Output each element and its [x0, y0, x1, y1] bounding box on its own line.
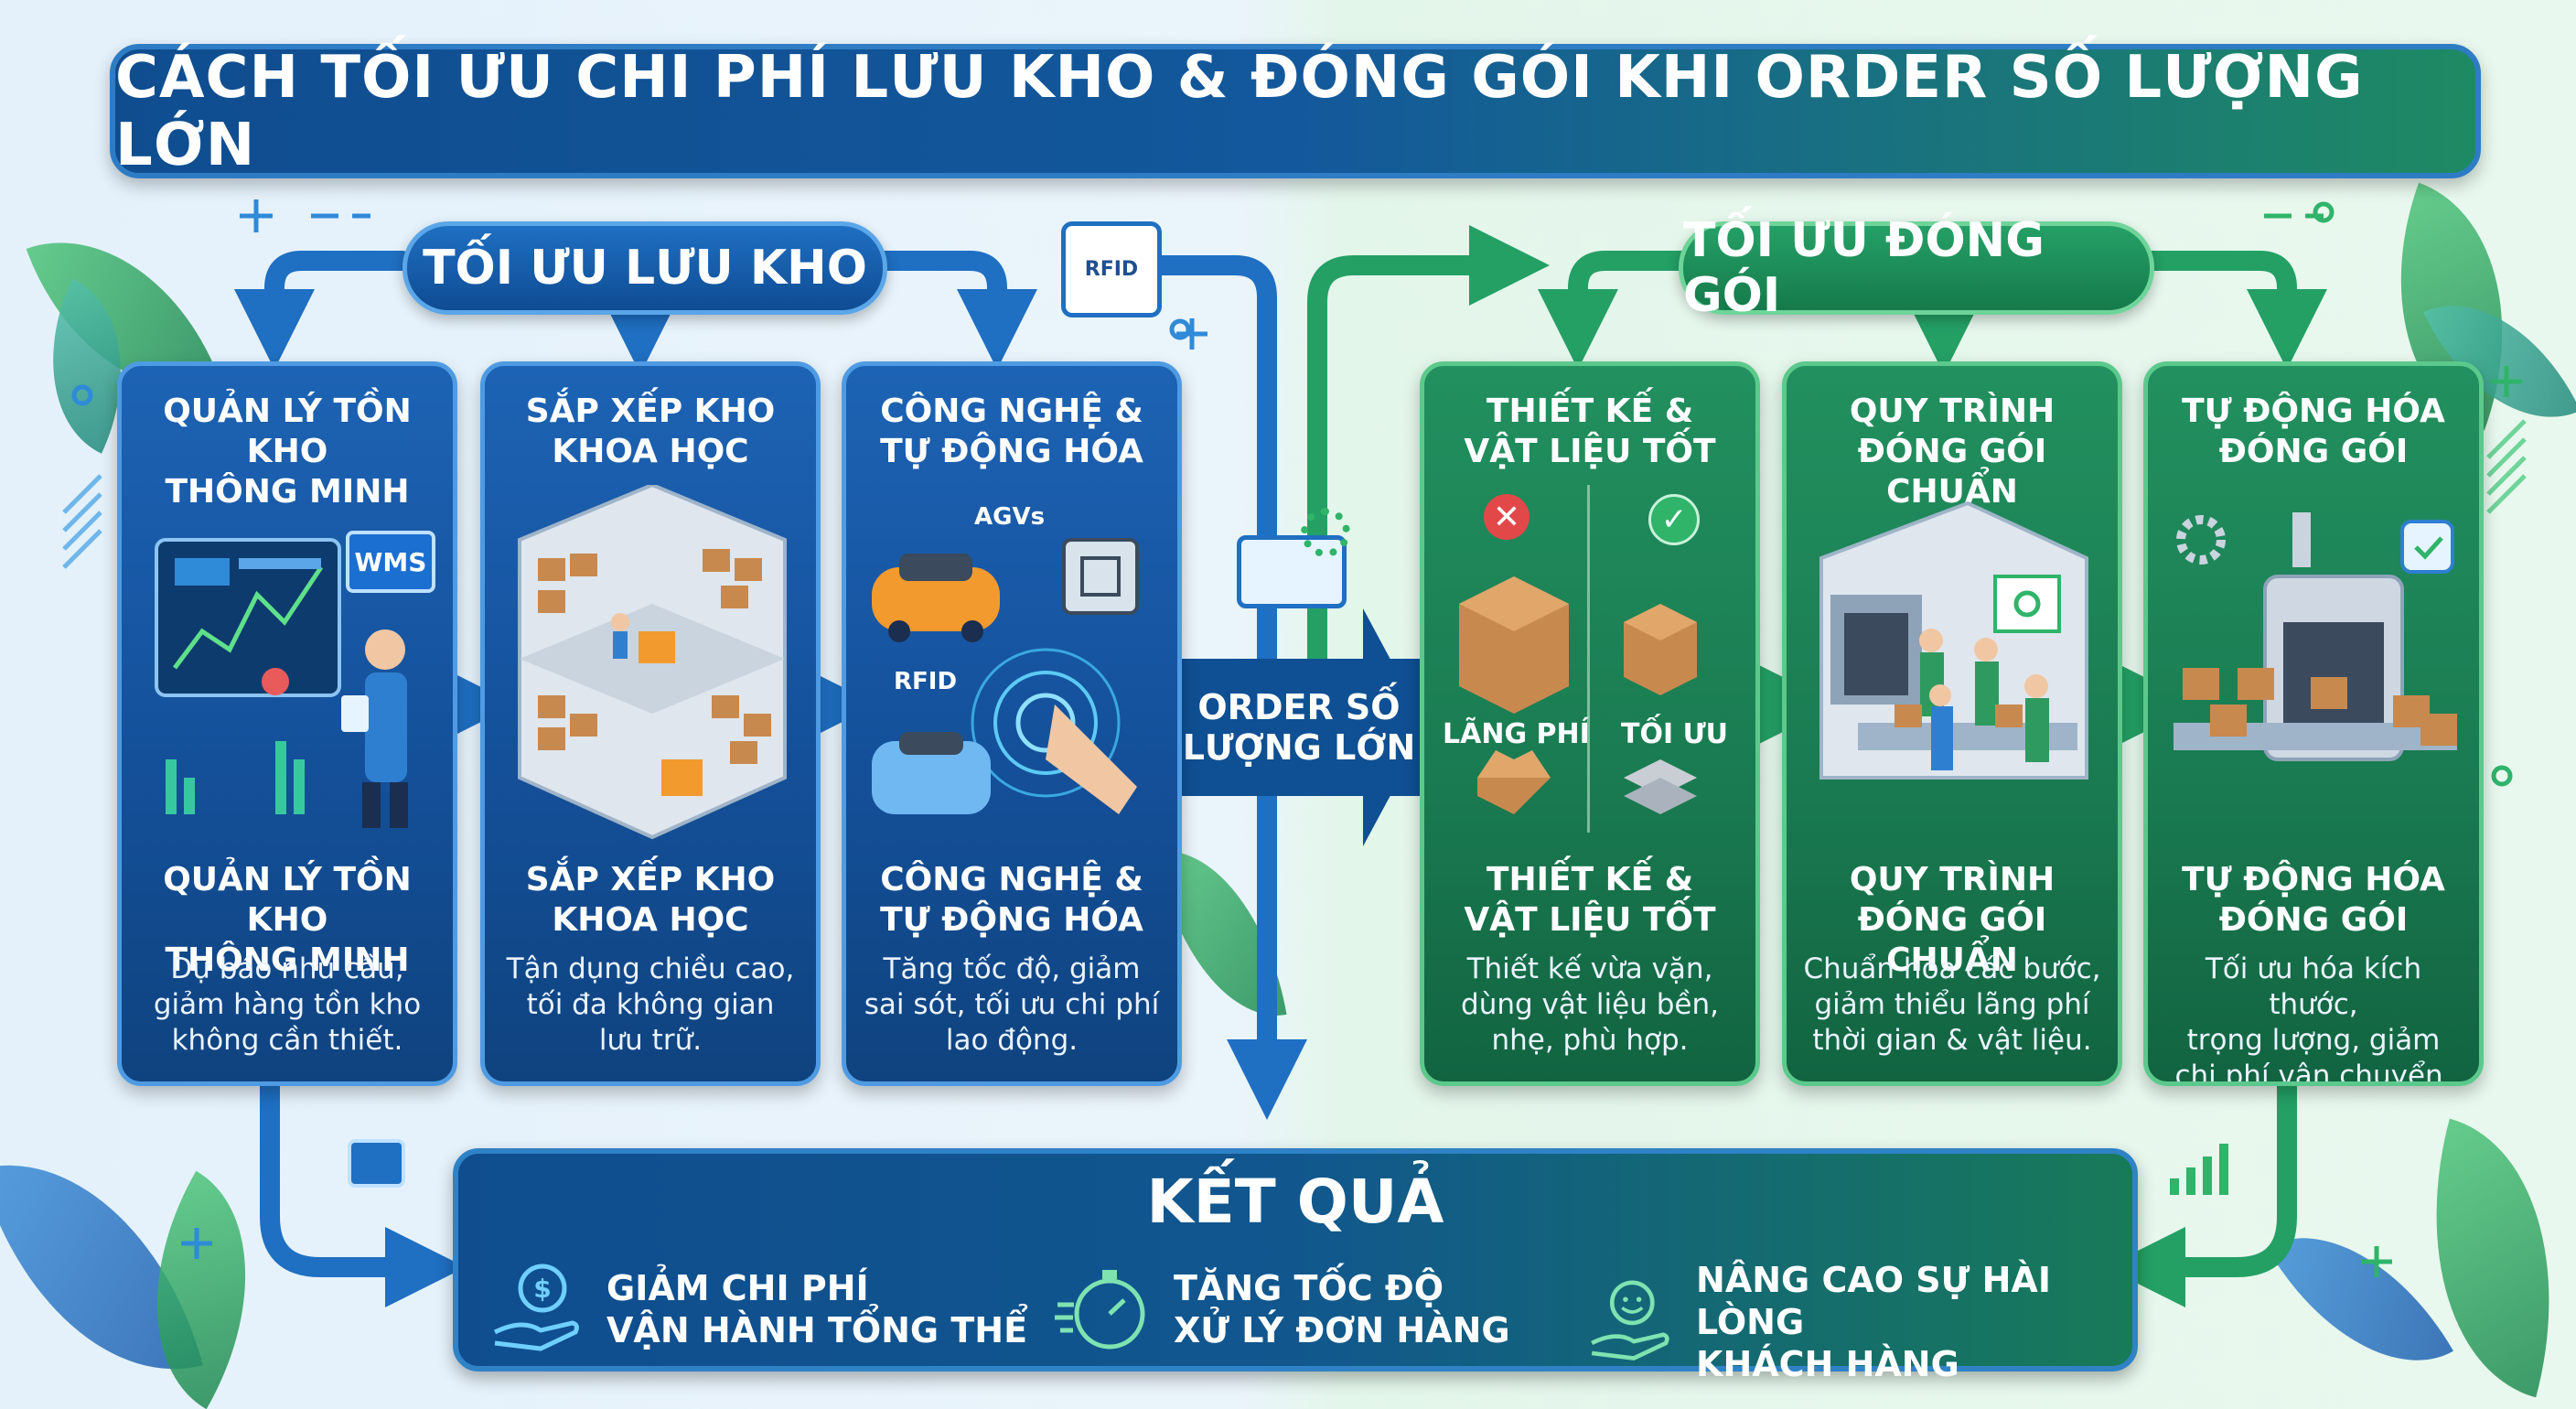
page-title-bar: CÁCH TỐI ƯU CHI PHÍ LƯU KHO & ĐÓNG GÓI K… [110, 43, 2481, 179]
svg-text:$: $ [533, 1274, 551, 1304]
storage-section-text: TỐI ƯU LƯU KHO [423, 241, 867, 296]
divider [1587, 485, 1590, 833]
rfid-badge-text: RFID [1084, 258, 1139, 281]
money-hand-icon: $ [493, 1264, 579, 1351]
packing-line-illustration [1819, 500, 2088, 780]
packaging-section-text: TỐI ƯU ĐÓNG GÓI [1683, 213, 2045, 323]
card-description: Thiết kế vừa vặn,dùng vật liệu bền,nhẹ, … [1461, 952, 1719, 1057]
order-line-1: ORDER SỐ [1197, 687, 1401, 727]
chat-icon [348, 1139, 405, 1188]
agv-label: AGVs [974, 503, 1046, 531]
page-title: CÁCH TỐI ƯU CHI PHÍ LƯU KHO & ĐÓNG GÓI K… [115, 43, 2364, 179]
card-title: THIẾT KẾ &VẬT LIỆU TỐT [1464, 861, 1716, 939]
agv-rfid-illustration [872, 538, 1139, 814]
optimal-label: TỐI ƯU [1621, 718, 1728, 750]
card-title: CÔNG NGHỆ &TỰ ĐỘNG HÓA [880, 861, 1143, 939]
smile-hand-icon [1591, 1280, 1669, 1361]
card-design-materials: THIẾT KẾ &VẬT LIỆU TỐT ✕ ✓ LÃNG PHÍ TỐI … [1420, 361, 1760, 1086]
order-large-quantity: ORDER SỐ LƯỢNG LỚN [1171, 659, 1427, 796]
box-comparison-illustration [1459, 576, 1697, 814]
storage-section-label: TỐI ƯU LƯU KHO [402, 221, 887, 315]
card-technology-automation: CÔNG NGHỆ &TỰ ĐỘNG HÓA AGVs RFID CÔNG NG… [842, 361, 1182, 1086]
rfid-badge: RFID [1061, 221, 1162, 317]
stopwatch-icon [1055, 1270, 1145, 1350]
inventory-dashboard-illustration [155, 538, 408, 828]
result-title: KẾT QUẢ [1146, 1167, 1444, 1237]
x-mark-icon: ✕ [1484, 494, 1530, 540]
packaging-section-label: TỐI ƯU ĐÓNG GÓI [1679, 213, 2154, 323]
card-heading: CÔNG NGHỆ &TỰ ĐỘNG HÓA [880, 393, 1143, 470]
rfid-label: RFID [894, 668, 958, 695]
gear-icon [1301, 508, 1350, 557]
wms-tag: WMS [346, 531, 435, 593]
check-mark-icon: ✓ [1648, 494, 1700, 545]
warehouse-shelves-illustration [518, 485, 787, 840]
card-heading: THIẾT KẾ &VẬT LIỆU TỐT [1464, 393, 1716, 470]
order-line-2: LƯỢNG LỚN [1182, 727, 1416, 768]
packing-machine-illustration [2174, 512, 2457, 761]
waste-label: LÃNG PHÍ [1443, 718, 1590, 750]
